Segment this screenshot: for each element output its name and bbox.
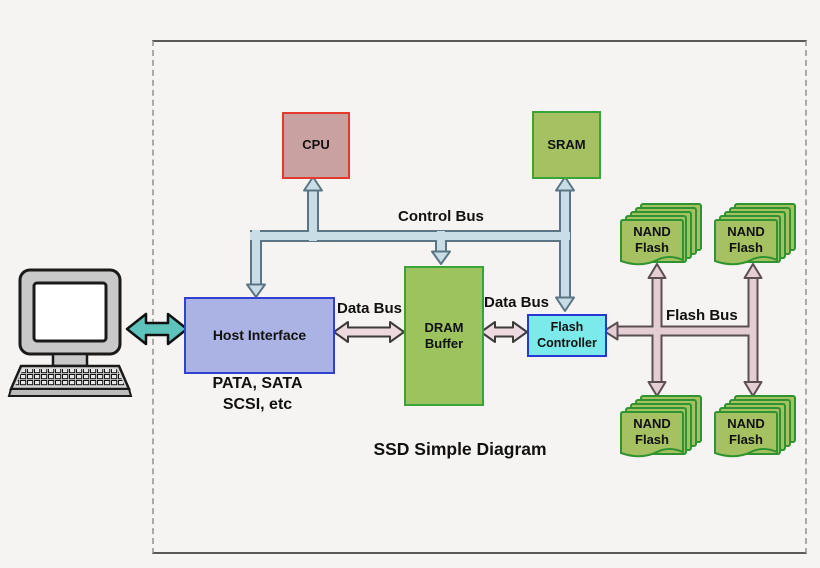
nand-flash-label: NAND Flash [633,416,671,448]
keyboard-base [7,388,133,397]
cpu-box: CPU [282,112,350,179]
arrowhead-to-cpu [303,176,323,192]
nand-stack-sheets-icon [620,395,702,458]
cpu-label: CPU [302,137,330,153]
flash-controller-box: Flash Controller [527,314,607,357]
arrowhead-to-nand-bottom-right [743,381,763,397]
host-interface-sublabel-line1: PATA, SATA [212,375,303,392]
monitor-stand [51,352,89,368]
host-interface-sublabel-line2: SCSI, etc [222,395,293,413]
nand-flash-stack-bottom-left: NAND Flash [619,395,705,463]
sram-box: SRAM [532,111,601,179]
host-interface-box: Host Interface [184,297,335,374]
diagram-title: SSD Simple Diagram [373,439,547,459]
arrowhead-to-dram [431,250,451,265]
nand-flash-label: NAND Flash [727,416,765,448]
nand-stack-sheets-icon [620,203,702,266]
nand-stack-sheets-icon [714,203,796,266]
arrowhead-to-host-interface [246,283,266,298]
keyboard-keys [15,369,125,386]
data-bus-arrow-host-dram [333,321,405,343]
monitor-screen [32,281,108,343]
data-bus-arrow-dram-flashctl [480,321,528,343]
control-bus-lines [246,176,575,312]
host-interface-sublabel: PATA, SATA SCSI, etc [184,374,331,416]
arrowhead-to-flash-controller-right [603,321,619,341]
data-bus-label-left: Data Bus [337,300,403,317]
flash-bus-lines [603,263,763,397]
host-interface-label: Host Interface [212,326,307,343]
dram-buffer-label-line1: DRAM [424,319,464,335]
arrowhead-to-flash-controller [555,296,575,312]
nand-stack-sheets-icon [714,395,796,458]
nand-flash-stack-bottom-right: NAND Flash [713,395,799,463]
nand-flash-stack-top-right: NAND Flash [713,203,799,271]
arrowhead-to-sram [555,176,575,192]
arrowhead-to-nand-top-left [647,263,667,279]
control-bus-label: Control Bus [398,208,484,225]
dram-buffer-label-line2: Buffer [424,336,464,351]
flash-controller-label-line2: Controller [537,335,597,350]
sram-label: SRAM [547,136,586,152]
arrowhead-to-nand-top-right [743,263,763,279]
nand-flash-label: NAND Flash [727,224,765,256]
arrowhead-to-nand-bottom-left [647,381,667,397]
host-computer-icon [7,268,133,397]
ssd-enclosure-border [152,40,807,554]
data-bus-label-right: Data Bus [484,294,550,311]
nand-flash-label: NAND Flash [633,224,671,256]
dram-buffer-box: DRAM Buffer [404,266,484,406]
flash-controller-label-line1: Flash [550,319,584,334]
nand-flash-stack-top-left: NAND Flash [619,203,705,271]
flash-bus-label: Flash Bus [666,307,738,324]
